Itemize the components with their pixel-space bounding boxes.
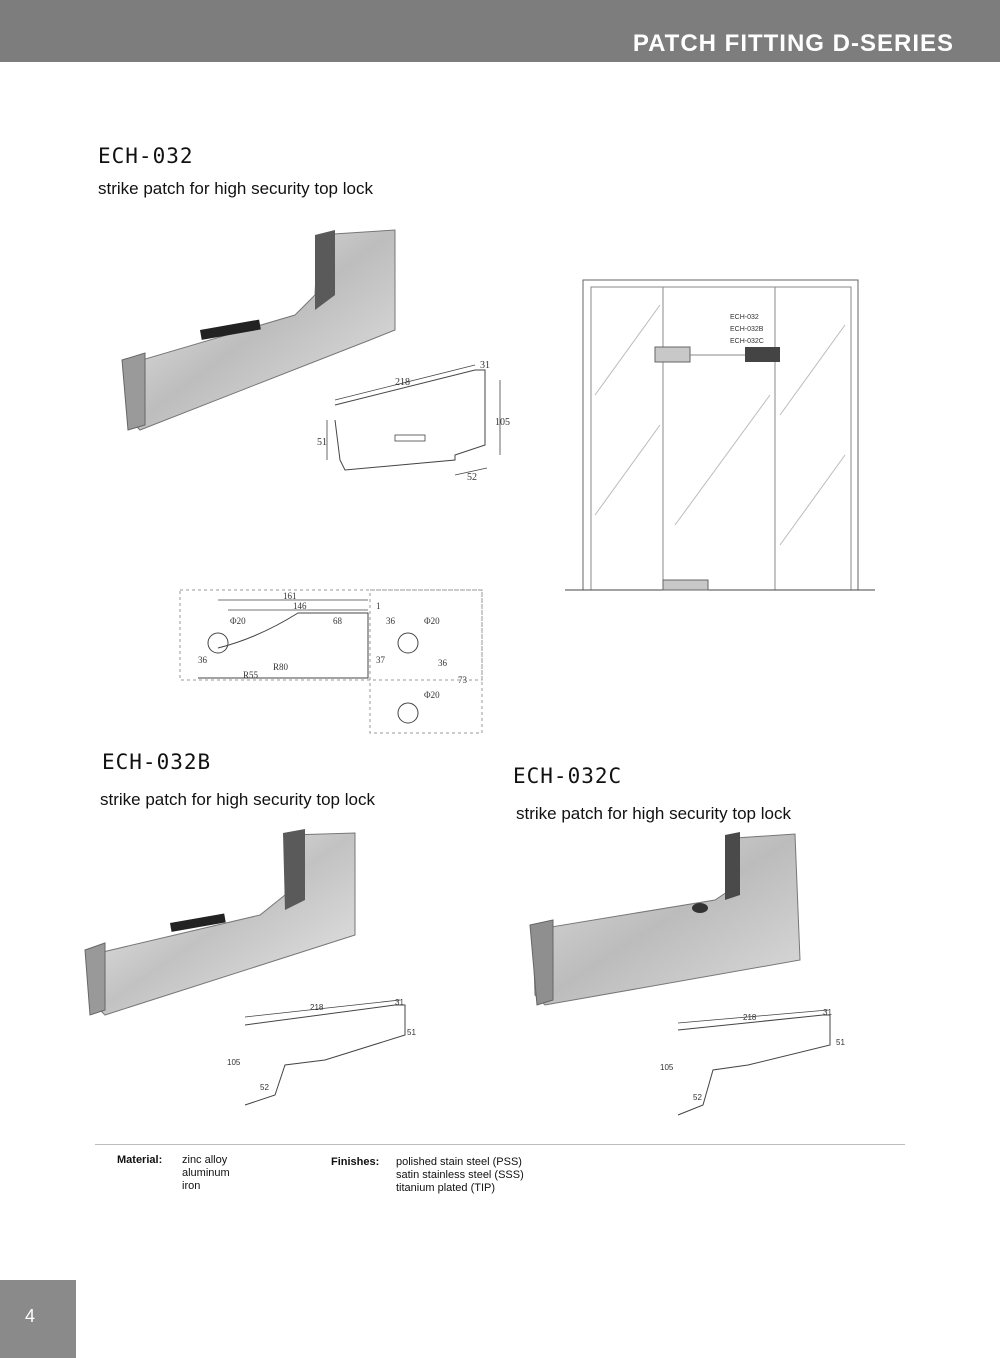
dim-b-height: 105 [227,1058,241,1067]
cutout-phi-a: Φ20 [230,616,246,626]
cutout-phi-b: Φ20 [424,616,440,626]
page-number: 4 [24,1306,35,1326]
dim-depth: 51 [317,437,327,448]
product-description-ech-032c: strike patch for high security top lock [516,804,791,823]
door-label-1: ECH-032 [730,314,759,321]
cutout-dim-161: 161 [283,591,297,601]
door-installation-diagram: ECH-032 ECH-032B ECH-032C [565,279,875,591]
dim-c-depth: 51 [836,1038,845,1047]
cutout-dim-1: 1 [376,601,381,611]
product-description-ech-032: strike patch for high security top lock [98,179,373,198]
header-bar: PATCH FITTING D-SERIES [0,0,1000,62]
cutout-r80: R80 [273,662,289,672]
finish-item: polished stain steel (PSS) [396,1156,522,1168]
material-item: iron [182,1180,201,1192]
cutout-v-36: 36 [198,655,208,665]
dimension-drawing-ech-032c: 218 31 51 105 52 [660,1008,845,1116]
dim-top: 31 [480,360,490,371]
dim-c-top: 31 [823,1008,832,1017]
dim-b-length: 218 [310,1003,324,1012]
product-model-ech-032: ECH-032 [98,144,194,168]
cutout-dim-36: 36 [386,616,396,626]
cutout-v-37: 37 [376,655,386,665]
finish-item: satin stainless steel (SSS) [396,1169,524,1181]
cutout-phi-c: Φ20 [424,690,440,700]
cutout-v-36b: 36 [438,658,448,668]
dim-height: 105 [495,417,510,428]
finishes-list: polished stain steel (PSS) satin stainle… [396,1156,524,1195]
material-label: Material: [117,1154,163,1166]
cutout-r55: R55 [243,670,259,680]
product-model-ech-032b: ECH-032B [102,750,212,774]
finishes-label: Finishes: [331,1156,380,1168]
dim-b-depth: 51 [407,1028,416,1037]
page-number-box: 4 [0,1280,76,1358]
dim-b-foot: 52 [260,1083,269,1092]
cutout-dim-68: 68 [333,616,343,626]
dim-c-length: 218 [743,1013,757,1022]
product-image-ech-032b [84,829,356,1016]
dim-c-foot: 52 [693,1093,702,1102]
finish-item: titanium plated (TIP) [396,1182,496,1194]
product-image-ech-032 [121,229,396,431]
dim-b-top: 31 [395,998,404,1007]
dim-length: 218 [395,377,410,388]
door-label-2: ECH-032B [730,326,764,333]
glass-cutout-drawing: 161 146 1 68 36 Φ20 Φ20 Φ20 36 37 36 73 … [179,589,483,734]
product-description-ech-032b: strike patch for high security top lock [100,790,375,809]
dim-c-height: 105 [660,1063,674,1072]
page-title: PATCH FITTING D-SERIES [632,30,954,57]
product-model-ech-032c: ECH-032C [513,764,623,788]
dimension-drawing-ech-032b: 218 31 51 105 52 [227,998,416,1106]
material-item: zinc alloy [182,1154,228,1166]
material-list: zinc alloy aluminum iron [182,1154,230,1193]
material-item: aluminum [182,1167,230,1179]
dimension-drawing-ech-032: 218 31 105 51 52 [317,360,510,483]
product-image-ech-032c [529,832,801,1006]
specs-divider [95,1144,905,1145]
dim-foot: 52 [467,472,477,483]
cutout-v-73: 73 [458,675,468,685]
cutout-dim-146: 146 [293,601,307,611]
door-label-3: ECH-032C [730,338,764,345]
